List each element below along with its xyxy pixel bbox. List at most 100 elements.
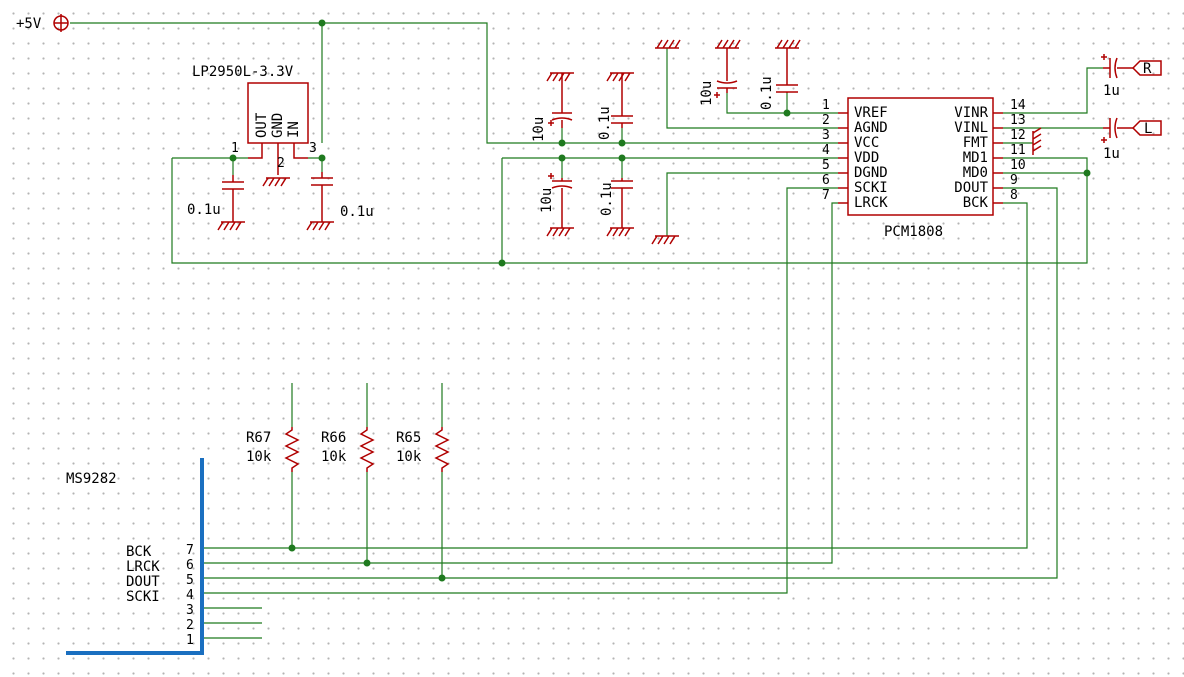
cap-vref-bulk[interactable]: 10u — [699, 39, 741, 106]
wire-decoupling[interactable] — [561, 128, 623, 178]
wire-vinr[interactable] — [1003, 67, 1103, 114]
pin-name-bck: BCK — [963, 195, 989, 211]
junction — [288, 544, 296, 552]
cap-reg-out-value: 0.1u — [187, 202, 221, 218]
junctions — [229, 19, 1091, 582]
wire-scki[interactable] — [202, 187, 838, 594]
cap-vref-cer[interactable]: 0.1u — [759, 39, 801, 110]
reg-pinnum-2: 2 — [277, 156, 285, 171]
regulator[interactable]: OUT GND IN 1 2 3 LP2950L-3.3V — [192, 64, 317, 187]
pin-name-fmt: FMT — [963, 135, 989, 151]
input-label-r[interactable]: R — [1131, 60, 1162, 77]
junction — [318, 154, 326, 162]
reg-pin-out: OUT — [254, 112, 270, 138]
power-5v-symbol[interactable]: +5V — [16, 14, 69, 32]
pin-name-vref: VREF — [854, 105, 888, 121]
regulator-part: LP2950L-3.3V — [192, 64, 294, 80]
input-label-r-text: R — [1143, 61, 1152, 77]
junction — [1083, 169, 1091, 177]
cap-reg-out[interactable]: 0.1u — [187, 175, 245, 231]
cap-bot-cer[interactable]: 0.1u — [599, 178, 634, 237]
r67-value: 10k — [246, 449, 272, 465]
junction — [558, 139, 566, 147]
cap-top-cer[interactable]: 0.1u — [597, 72, 634, 140]
wire-unused-pins[interactable] — [202, 607, 262, 639]
pin-num-9: 9 — [1010, 173, 1018, 188]
cap-top-bulk[interactable]: 10u — [531, 72, 574, 142]
wire-vref[interactable] — [726, 93, 838, 114]
conn-pin-name-lrck: LRCK — [126, 559, 160, 575]
wire-md1[interactable] — [1003, 157, 1088, 172]
pin-num-3: 3 — [822, 128, 830, 143]
pin-num-4: 4 — [822, 143, 830, 158]
pin-num-10: 10 — [1010, 158, 1026, 173]
r65-value: 10k — [396, 449, 422, 465]
pin-num-11: 11 — [1010, 143, 1026, 158]
pin-num-5: 5 — [822, 158, 830, 173]
wire-lrck[interactable] — [202, 202, 838, 564]
wire-agnd[interactable] — [666, 48, 838, 129]
conn-pin-num-5: 5 — [186, 573, 194, 588]
conn-pin-num-3: 3 — [186, 603, 194, 618]
conn-pin-name-scki: SCKI — [126, 589, 160, 605]
connector-ms9282[interactable]: MS9282 BCK LRCK DOUT SCKI 7 6 5 4 3 2 1 — [66, 458, 204, 655]
pin-name-agnd: AGND — [854, 120, 888, 136]
power-label: +5V — [16, 16, 42, 32]
cap-input-r-value: 1u — [1103, 83, 1120, 99]
cap-vref-bulk-value: 10u — [699, 81, 715, 106]
input-label-l-text: L — [1144, 121, 1152, 137]
r65-ref: R65 — [396, 430, 421, 446]
ground-agnd — [655, 39, 681, 49]
pin-num-14: 14 — [1010, 98, 1026, 113]
pin-num-13: 13 — [1010, 113, 1026, 128]
conn-pin-num-1: 1 — [186, 633, 194, 648]
resistor-r65[interactable]: R65 10k — [396, 427, 450, 472]
pin-name-vinr: VINR — [954, 105, 988, 121]
pin-name-md0: MD0 — [963, 165, 988, 181]
pin-name-scki: SCKI — [854, 180, 888, 196]
pin-name-lrck: LRCK — [854, 195, 888, 211]
pin-name-md1: MD1 — [963, 150, 988, 166]
wire-dgnd[interactable] — [666, 172, 838, 236]
cap-input-l[interactable]: 1u — [1101, 117, 1133, 162]
reg-pinnum-1: 1 — [231, 141, 239, 156]
cap-top-cer-value: 0.1u — [597, 106, 613, 140]
cap-input-l-value: 1u — [1103, 146, 1120, 162]
pcm1808-part: PCM1808 — [884, 224, 943, 240]
cap-bot-cer-value: 0.1u — [599, 182, 615, 216]
junction — [363, 559, 371, 567]
cap-reg-in[interactable]: 0.1u — [306, 172, 374, 231]
pin-name-vdd: VDD — [854, 150, 879, 166]
r66-value: 10k — [321, 449, 347, 465]
cap-input-r[interactable]: 1u — [1101, 54, 1133, 99]
wire-bck[interactable] — [202, 202, 1028, 549]
reg-pin-in: IN — [286, 121, 302, 138]
cap-bot-bulk-value: 10u — [539, 188, 555, 213]
resistor-r66[interactable]: R66 10k — [321, 427, 375, 472]
wire-dout[interactable] — [202, 187, 1058, 579]
pin-num-1: 1 — [822, 98, 830, 113]
r67-ref: R67 — [246, 430, 271, 446]
wire-5v-rail[interactable] — [70, 22, 838, 144]
junction — [558, 154, 566, 162]
pin-num-12: 12 — [1010, 128, 1026, 143]
pcm1808-chip[interactable]: VREF AGND VCC VDD DGND SCKI LRCK 1 2 3 4… — [822, 97, 1026, 240]
junction — [498, 259, 506, 267]
junction — [618, 139, 626, 147]
cap-vref-cer-value: 0.1u — [759, 76, 775, 110]
pin-name-vcc: VCC — [854, 135, 879, 151]
pin-num-7: 7 — [822, 188, 830, 203]
conn-pin-num-4: 4 — [186, 588, 194, 603]
junction — [618, 154, 626, 162]
cap-bot-bulk[interactable]: 10u — [539, 173, 574, 237]
pin-name-vinl: VINL — [954, 120, 988, 136]
conn-pin-num-7: 7 — [186, 543, 194, 558]
ground-dgnd — [651, 235, 679, 245]
pin-num-6: 6 — [822, 173, 830, 188]
resistor-r67[interactable]: R67 10k — [246, 427, 300, 472]
input-label-l[interactable]: L — [1131, 120, 1162, 137]
reg-pin-gnd: GND — [270, 113, 286, 138]
conn-pin-num-2: 2 — [186, 618, 194, 633]
